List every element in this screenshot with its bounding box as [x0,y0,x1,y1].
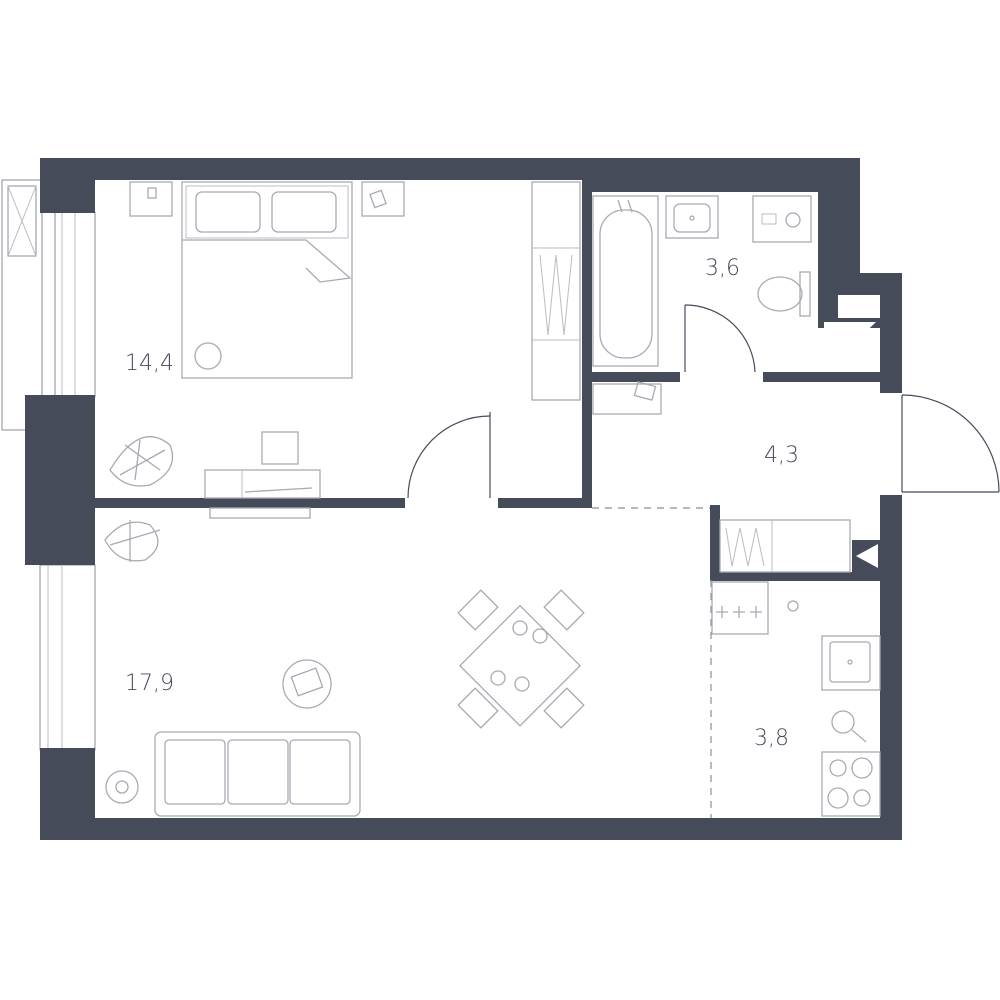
nightstand-left [129,181,173,217]
area-label-kitchen: 3,8 [754,726,789,751]
wall-bath-top [592,180,840,192]
wall-left-pier [25,395,95,565]
rug-icon [282,659,332,709]
bedroom-furniture [109,181,581,499]
sofa-icon [154,731,361,817]
wall-top-left-corner [40,158,95,213]
area-label-bedroom: 14,4 [125,351,174,376]
door-bath-swing [684,304,756,373]
bed-icon [181,181,353,379]
plant-icon [109,436,174,487]
kitchen-furniture [711,581,881,817]
wall-bath-left [582,180,592,508]
wall-bed-living [95,498,405,508]
cup-icon [787,600,799,612]
wall-right-notch-v [880,273,902,393]
doors [407,304,1000,499]
wall-kitchen-top [710,572,880,581]
hallway-furniture [592,381,851,573]
book-icon [369,189,387,209]
pet-bed-icon [194,342,222,370]
window-living [39,564,96,751]
stove-icon [821,751,881,817]
area-label-bathroom: 3,6 [705,256,740,281]
area-label-living-room: 17,9 [125,671,174,696]
tv-stand [204,469,321,499]
wall-bottom [40,818,902,840]
hall-wardrobe [719,519,851,573]
area-label-hallway: 4,3 [764,443,799,468]
wall-shaft [818,180,838,320]
hall-shelf [592,383,662,415]
wall-bed-hall [498,498,592,508]
living-furniture [104,507,585,817]
tv-icon [244,487,313,493]
wall-bath-bottom-right [763,372,883,382]
washing-machine-icon [752,195,812,243]
wall-right-upper [838,158,860,273]
plant-icon [104,520,161,562]
bathroom-fixtures [592,195,812,367]
door-bedroom-swing [407,415,491,499]
wall-top [40,158,860,180]
dining-table-icon [457,589,585,729]
floor-lamp-icon [105,770,139,804]
pan-icon [831,710,855,734]
toilet-icon [757,271,811,317]
walls [25,158,902,840]
knives-icon [716,606,762,618]
wardrobe-icon [531,181,581,401]
phone-icon [147,187,157,199]
keys-icon [633,381,657,401]
ottoman [261,431,299,465]
nightstand-right [361,181,405,217]
wall-bath-bottom-left [592,372,680,382]
sink-icon [665,195,719,239]
tv-wall-icon [209,507,311,519]
bathtub-icon [592,195,659,367]
wall-kitchen-left [710,505,720,580]
left-windows [1,179,96,751]
cooktop-counter [711,581,769,635]
wall-right-lower [880,495,902,840]
door-entry-swing [901,394,1000,493]
